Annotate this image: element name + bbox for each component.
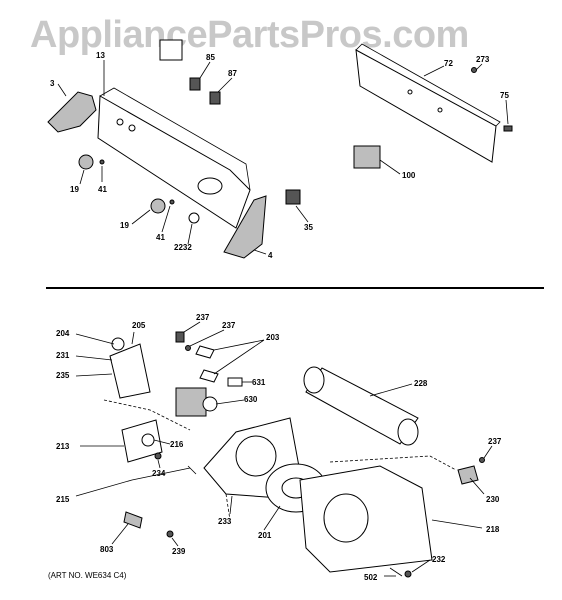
label-237b: 237 [222, 321, 236, 330]
part-85-clip [189, 77, 201, 91]
label-3: 3 [50, 79, 55, 88]
label-239: 239 [172, 547, 186, 556]
section-divider [46, 287, 544, 289]
label-803: 803 [100, 545, 114, 554]
label-502: 502 [364, 573, 378, 582]
part-4-bracket [223, 195, 267, 259]
label-203: 203 [266, 333, 280, 342]
watermark: AppliancePartsPros.com [30, 14, 469, 56]
label-19b: 19 [120, 221, 129, 230]
label-235: 235 [56, 371, 70, 380]
label-237c: 237 [488, 437, 502, 446]
label-2232: 2232 [174, 243, 192, 252]
part-205-bracket [109, 343, 151, 399]
label-215: 215 [56, 495, 70, 504]
part-35-switch [285, 189, 301, 205]
label-218: 218 [486, 525, 500, 534]
part-230 [457, 465, 479, 485]
part-3-bracket [47, 91, 97, 133]
label-232: 232 [432, 555, 446, 564]
part-labels: 3 13 85 87 72 273 75 19 41 19 41 2232 35… [50, 51, 509, 582]
art-number: (ART NO. WE634 C4) [48, 571, 127, 580]
label-75: 75 [500, 91, 509, 100]
label-41b: 41 [156, 233, 165, 242]
bottom-leaders [75, 321, 493, 577]
label-87: 87 [228, 69, 237, 78]
assembly-lines [103, 399, 457, 521]
label-231: 231 [56, 351, 70, 360]
label-205: 205 [132, 321, 146, 330]
part-87-clip [209, 91, 221, 105]
label-100: 100 [402, 171, 416, 180]
part-13-control-panel [97, 95, 251, 229]
part-803 [123, 511, 143, 529]
label-273: 273 [476, 55, 490, 64]
part-19-knob [78, 154, 94, 170]
label-230: 230 [486, 495, 500, 504]
label-41: 41 [98, 185, 107, 194]
label-19: 19 [70, 185, 79, 194]
label-213: 213 [56, 442, 70, 451]
part-630-motor [175, 387, 207, 417]
label-201: 201 [258, 531, 272, 540]
label-4: 4 [268, 251, 273, 260]
part-216-pulley [141, 433, 155, 447]
label-216: 216 [170, 440, 184, 449]
label-204: 204 [56, 329, 70, 338]
part-19-knob-2 [150, 198, 166, 214]
part-72-back-panel [355, 49, 497, 163]
label-630: 630 [244, 395, 258, 404]
top-leaders [57, 60, 509, 255]
part-2232-button [188, 212, 200, 224]
label-237: 237 [196, 313, 210, 322]
part-100-switch [353, 145, 381, 169]
label-35: 35 [304, 223, 313, 232]
label-228: 228 [414, 379, 428, 388]
label-233: 233 [218, 517, 232, 526]
part-631 [227, 377, 243, 387]
label-85: 85 [206, 53, 215, 62]
label-234: 234 [152, 469, 166, 478]
top-plate [159, 39, 183, 61]
label-72: 72 [444, 59, 453, 68]
label-631: 631 [252, 378, 266, 387]
label-13: 13 [96, 51, 105, 60]
